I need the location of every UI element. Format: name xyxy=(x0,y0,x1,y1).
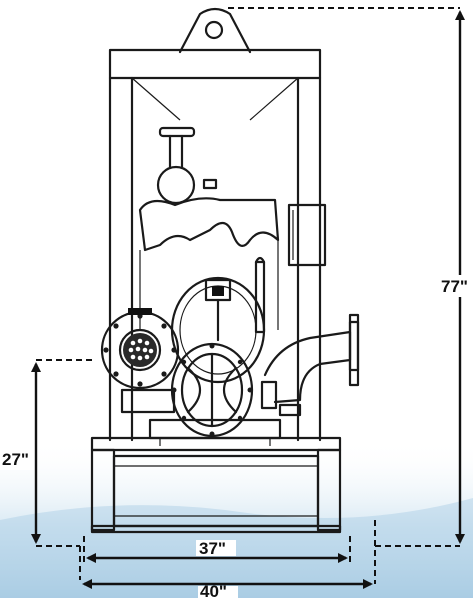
pump-housing xyxy=(170,276,266,384)
width-inner-label: 37" xyxy=(199,539,226,558)
dimension-width-outer: 40" xyxy=(82,520,376,598)
air-filter xyxy=(156,126,218,205)
lifting-eye xyxy=(178,7,252,54)
dimension-height-base: 27" xyxy=(0,359,92,580)
suction-flange xyxy=(100,308,180,390)
height-total-label: 77" xyxy=(441,277,468,296)
control-box xyxy=(287,203,327,267)
frame xyxy=(108,48,322,442)
priming-pipe xyxy=(254,256,266,334)
water-wave xyxy=(0,498,473,598)
volute-cover xyxy=(170,342,254,438)
dimension-width-inner: 37" xyxy=(83,536,351,563)
discharge-elbow xyxy=(263,313,360,404)
width-outer-label: 40" xyxy=(200,582,227,598)
fuel-tank-base xyxy=(90,436,342,534)
dimension-height-total: 77" xyxy=(228,7,472,547)
height-base-label: 27" xyxy=(2,450,29,469)
pump-unit xyxy=(90,7,360,534)
engine-shroud xyxy=(138,197,280,330)
